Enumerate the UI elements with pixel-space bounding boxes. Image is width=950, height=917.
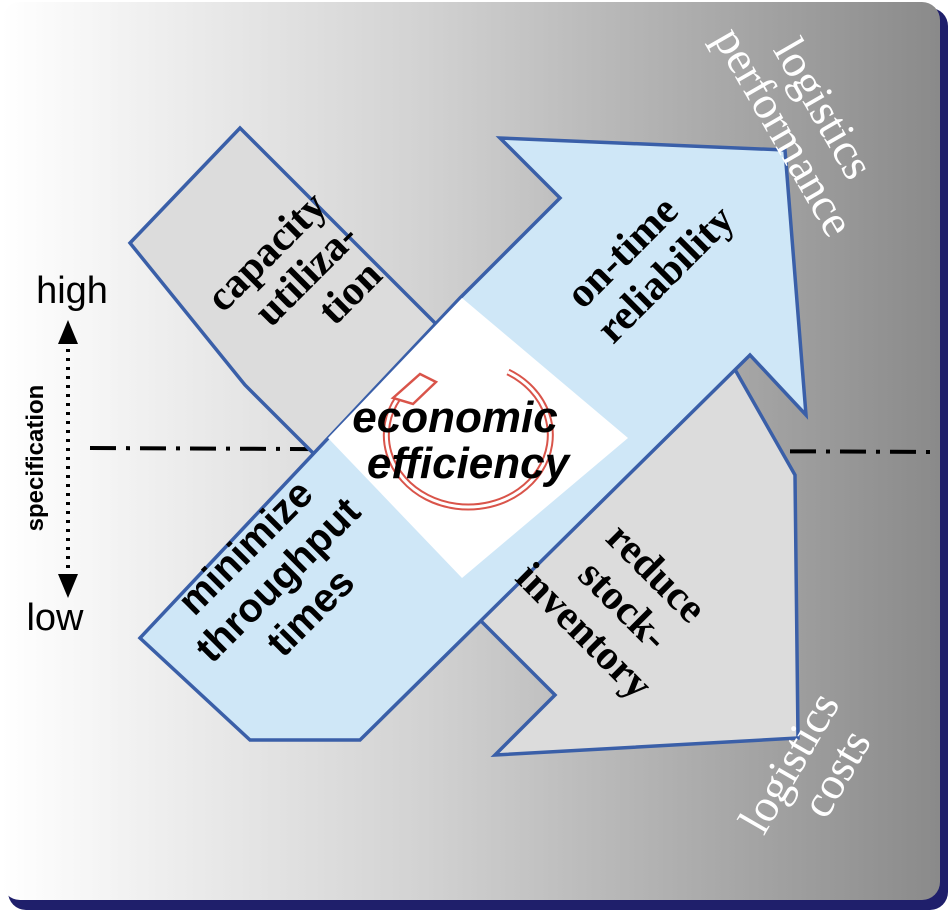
center-label-line1: economic: [352, 393, 557, 442]
spec-low-label: low: [26, 597, 84, 639]
spec-label-group: specification: [22, 385, 49, 532]
spec-arrow-up-icon: [58, 320, 78, 344]
spec-label: specification: [22, 385, 49, 532]
cycle-arrow-head: [390, 372, 439, 406]
spec-arrow-down-icon: [58, 574, 78, 598]
center-crossing: [328, 298, 628, 578]
center-label-line2: efficiency: [367, 439, 572, 488]
spec-high-label: high: [36, 270, 108, 312]
